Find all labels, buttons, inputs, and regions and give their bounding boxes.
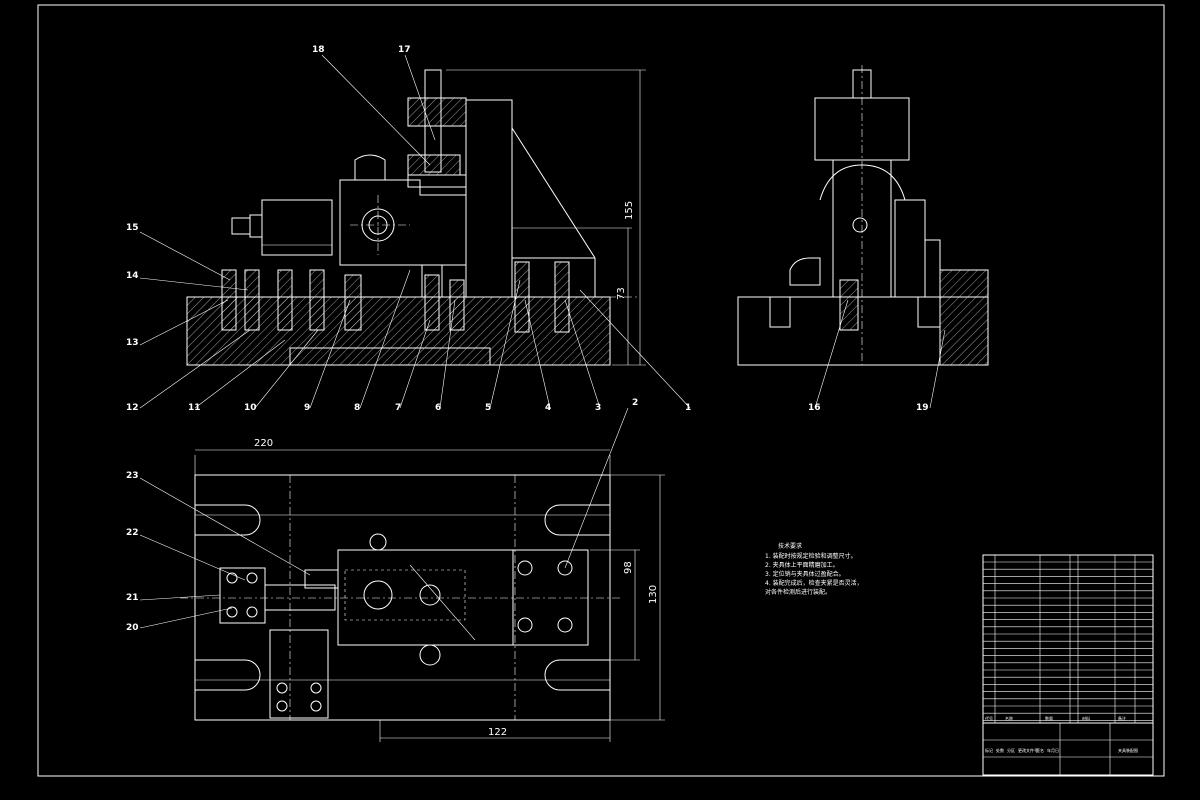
tb-sign-date: 年月日	[1047, 747, 1059, 753]
part-label-21: 21	[126, 593, 139, 603]
tb-header-code: 代号	[985, 715, 993, 721]
tech-notes-title: 技术要求	[778, 542, 802, 550]
part-label-11: 11	[188, 403, 201, 413]
dim-height-total: 155	[624, 201, 635, 220]
dim-width-inner: 122	[488, 727, 507, 738]
part-label-18: 18	[312, 45, 325, 55]
part-label-14: 14	[126, 271, 139, 281]
tech-note-line: 1. 装配时按规定检验和调整尺寸。	[765, 552, 857, 560]
tb-header-name: 名称	[1005, 715, 1013, 721]
tb-sign-count: 处数	[996, 747, 1004, 753]
part-label-20: 20	[126, 623, 139, 633]
part-label-2: 2	[632, 398, 638, 408]
part-label-9: 9	[304, 403, 310, 413]
tech-note-line: 2. 夹具体上平面精磨加工。	[765, 561, 839, 569]
tb-sign-sign: 签名	[1036, 747, 1044, 753]
tb-header-material: 材料	[1082, 715, 1090, 721]
tb-sign-mark: 标记	[985, 747, 993, 753]
part-label-3: 3	[595, 403, 601, 413]
dim-depth-total: 130	[648, 585, 659, 604]
dim-width-total: 220	[254, 438, 273, 449]
part-label-17: 17	[398, 45, 411, 55]
part-label-23: 23	[126, 471, 139, 481]
tech-note-line: 4. 装配完成后，检查夹紧是否灵活，	[765, 579, 863, 587]
title-block: 代号 名称 数量 材料 备注 夹具装配图 标记 处数 分区 更改文件号 签名 年…	[982, 554, 1154, 776]
tb-drawing-name: 夹具装配图	[1118, 747, 1138, 753]
front-view: 155 73 18 17 15 14 13 12	[126, 45, 691, 413]
part-label-4: 4	[545, 403, 551, 413]
part-label-22: 22	[126, 528, 139, 538]
part-label-13: 13	[126, 338, 139, 348]
dim-height-partial: 73	[616, 287, 627, 300]
part-label-15: 15	[126, 223, 139, 233]
side-view: 16 19	[737, 65, 989, 413]
tb-header-remark: 备注	[1118, 715, 1126, 721]
tb-header-qty: 数量	[1045, 715, 1053, 721]
part-label-19: 19	[916, 403, 929, 413]
part-label-16: 16	[808, 403, 821, 413]
part-label-12: 12	[126, 403, 139, 413]
tech-note-line: 对各件检测后进行装配。	[765, 588, 831, 596]
part-label-1: 1	[685, 403, 691, 413]
part-label-6: 6	[435, 403, 441, 413]
part-label-7: 7	[395, 403, 401, 413]
drawing-border	[37, 4, 1165, 777]
tech-note-line: 3. 定位销与夹具体过盈配合。	[765, 570, 845, 578]
top-view: 220 122 130 98 23 22 21 20 2	[126, 398, 665, 742]
part-label-5: 5	[485, 403, 491, 413]
part-label-8: 8	[354, 403, 360, 413]
dim-depth-inner: 98	[623, 561, 634, 574]
tb-sign-doc: 更改文件号	[1018, 747, 1038, 753]
tech-notes: 技术要求 1. 装配时按规定检验和调整尺寸。 2. 夹具体上平面精磨加工。 3.…	[765, 542, 863, 596]
tb-sign-zone: 分区	[1007, 747, 1015, 753]
part-label-10: 10	[244, 403, 257, 413]
